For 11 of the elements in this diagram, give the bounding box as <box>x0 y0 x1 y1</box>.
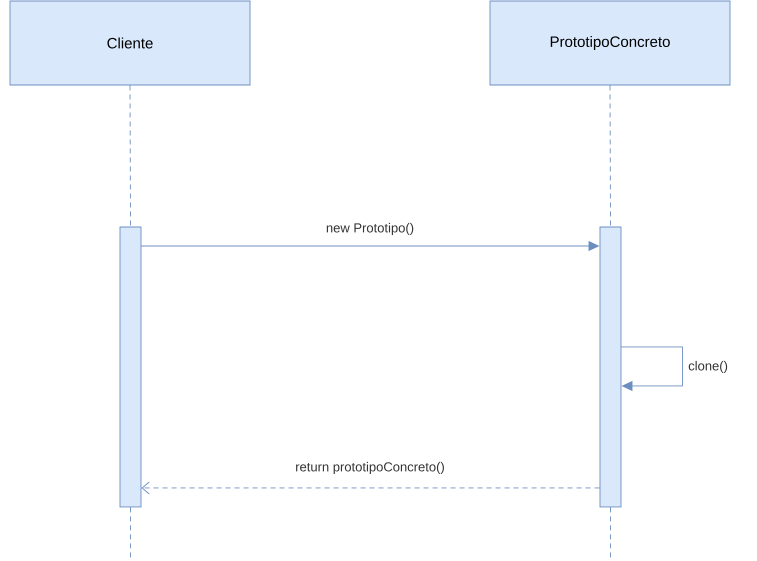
lifeline-header-box: Cliente <box>10 0 250 86</box>
lifeline-header-box: PrototipoConcreto <box>490 0 730 86</box>
lifeline <box>610 85 611 227</box>
activation-bar <box>600 226 622 508</box>
activation-bar <box>120 226 142 508</box>
lifeline <box>130 85 131 227</box>
self-message-arrow <box>621 346 683 392</box>
edge-label: clone() <box>687 360 729 374</box>
return-arrow <box>141 482 600 494</box>
edge-label: new Prototipo() <box>324 222 416 236</box>
edge-label: return prototipoConcreto() <box>294 460 446 476</box>
